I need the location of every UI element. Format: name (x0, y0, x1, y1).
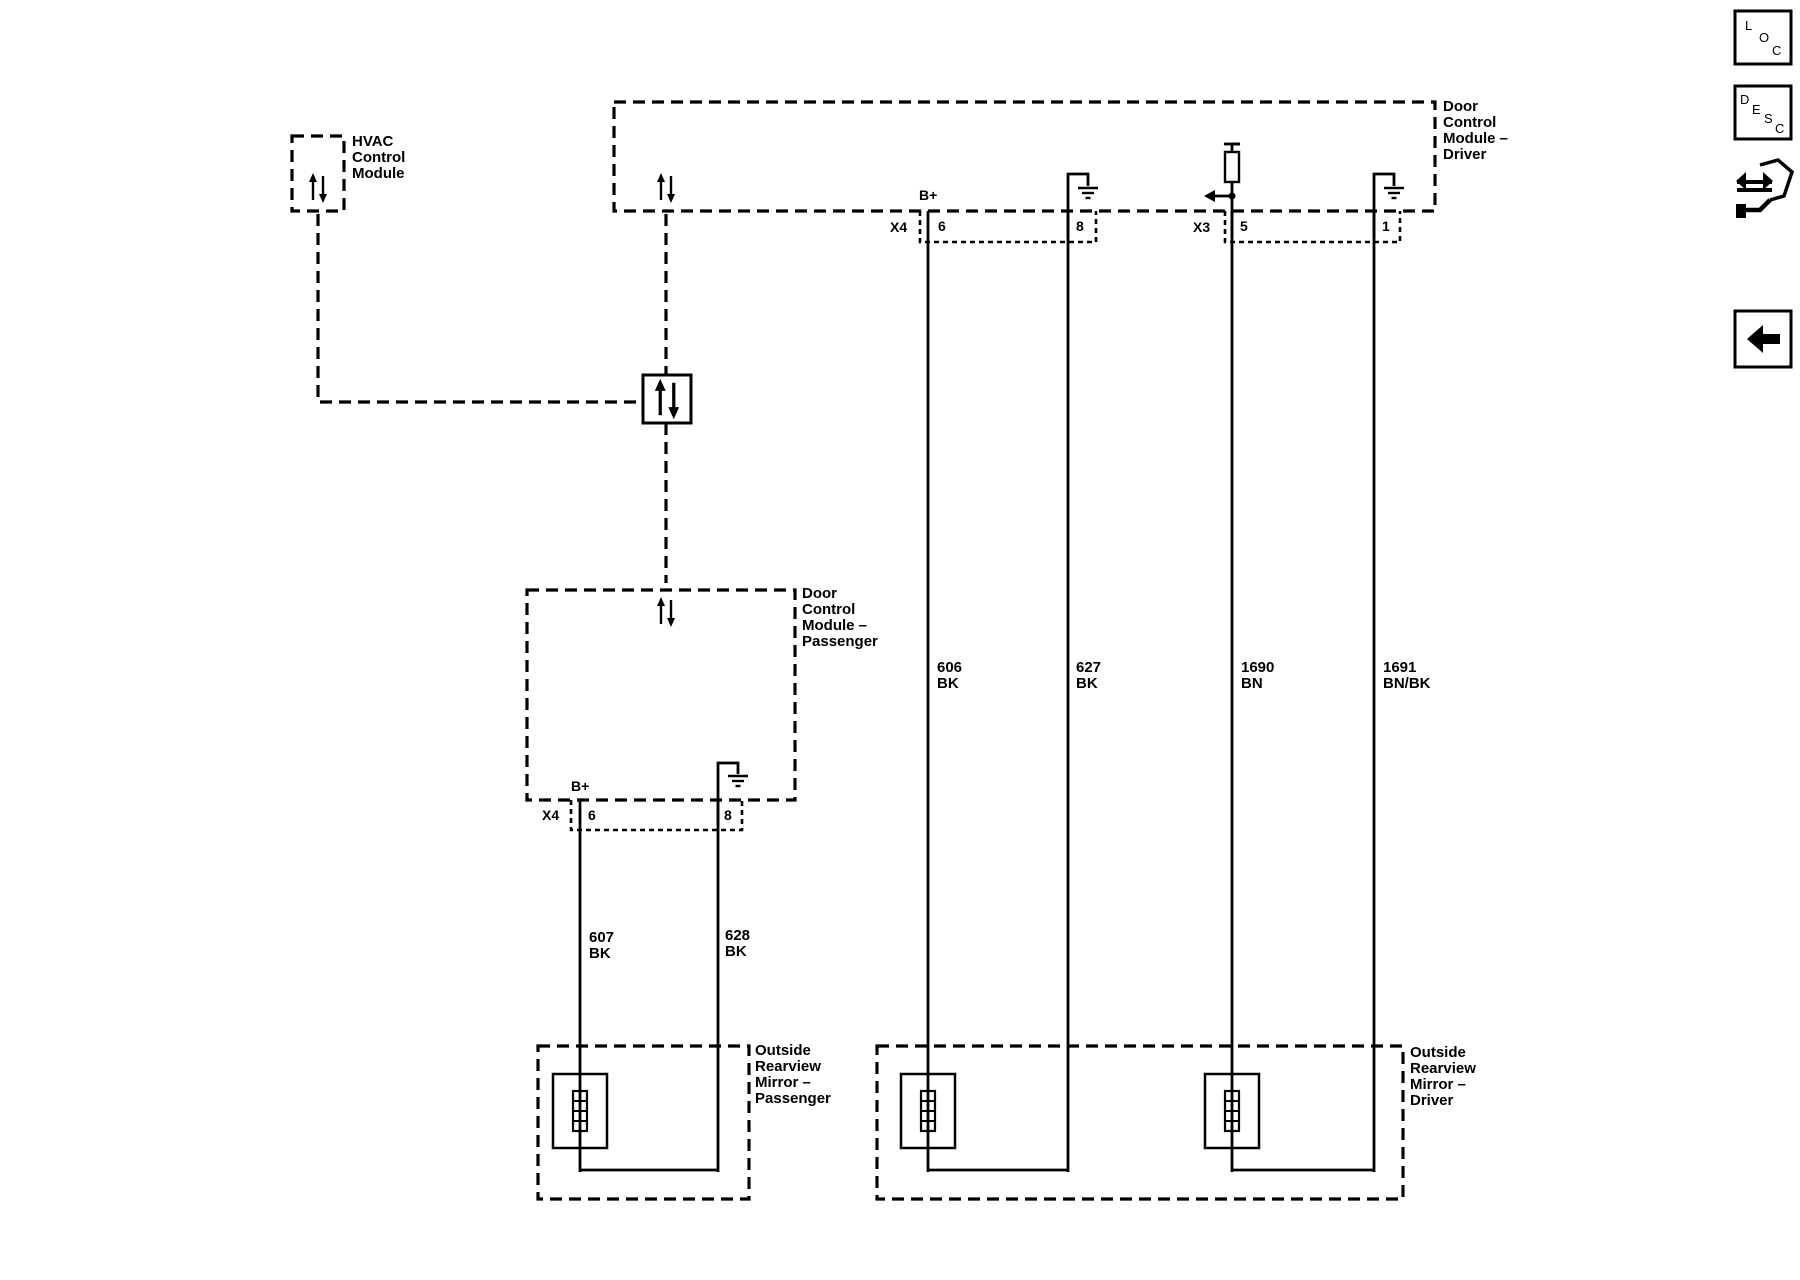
hvac-module-outline (290, 134, 346, 213)
desc-button[interactable]: D E S C (1733, 84, 1793, 141)
back-arrow-button[interactable] (1733, 309, 1793, 369)
hvac-module-label: HVAC Control Module (352, 133, 410, 182)
serial-data-splice (641, 373, 693, 425)
desc-letter: C (1775, 121, 1784, 136)
connector-name: X4 (542, 807, 559, 823)
dcm-passenger-label: Door Control Module – Passenger (802, 585, 878, 650)
pin-number: 8 (1076, 218, 1084, 234)
wire-606-label: 606 BK (937, 659, 966, 692)
connector-driver-x3: X3 5 1 (1193, 211, 1402, 244)
mirror-driver-outline (875, 1044, 1405, 1201)
connector-passenger-x4: X4 6 8 (542, 800, 744, 832)
loc-letter: O (1759, 30, 1769, 45)
door-control-module-driver: Door Control Module – Driver B+ (612, 98, 1512, 238)
dcm-driver-outline (612, 100, 1437, 213)
mirror-driver: Outside Rearview Mirror – Driver (875, 1044, 1480, 1201)
loc-button[interactable]: L O C (1733, 9, 1793, 66)
loc-letter: L (1745, 18, 1752, 33)
mirror-driver-label: Outside Rearview Mirror – Driver (1410, 1044, 1480, 1109)
b-plus-label: B+ (919, 187, 937, 203)
ground-icon (1382, 186, 1406, 200)
hvac-control-module: HVAC Control Module (290, 133, 410, 213)
desc-letter: D (1740, 92, 1749, 107)
wire-607-label: 607 BK (589, 929, 618, 962)
passenger-wires: 607 BK 628 BK (578, 800, 754, 1172)
arrow-left-icon (1204, 190, 1215, 202)
connector-name: X3 (1193, 219, 1210, 235)
mirror-passenger-label: Outside Rearview Mirror – Passenger (755, 1042, 831, 1107)
pin-number: 8 (724, 807, 732, 823)
connector-driver-x4: X4 6 8 (890, 211, 1098, 244)
dcm-passenger-outline (525, 588, 797, 802)
serial-data-icon (655, 595, 677, 629)
desc-letter: S (1764, 111, 1773, 126)
loc-letter: C (1772, 43, 1781, 58)
driver-wires: 606 BK 627 BK 1690 BN 1691 BN/BK (926, 211, 1431, 1172)
desc-letter: E (1752, 102, 1761, 117)
pin-number: 6 (938, 218, 946, 234)
wire-628-label: 628 BK (725, 927, 754, 960)
serial-data-icon (307, 171, 329, 205)
connector-icon[interactable] (1736, 158, 1795, 218)
serial-data-icon (655, 171, 677, 205)
mirror-passenger-outline (536, 1044, 751, 1201)
connector-name: X4 (890, 219, 907, 235)
door-control-module-passenger: Door Control Module – Passenger B+ (525, 585, 878, 826)
pin-number: 6 (588, 807, 596, 823)
pin-number: 1 (1382, 218, 1390, 234)
ground-icon (726, 774, 750, 788)
wire-627-label: 627 BK (1076, 659, 1105, 692)
wire-1691-label: 1691 BN/BK (1383, 659, 1431, 692)
wire-1690-label: 1690 BN (1241, 659, 1279, 692)
mirror-passenger: Outside Rearview Mirror – Passenger (536, 1042, 831, 1201)
serial-data-link (316, 214, 693, 583)
b-plus-label: B+ (571, 778, 589, 794)
pin-number: 5 (1240, 218, 1248, 234)
back-arrow-icon (1747, 325, 1780, 353)
ground-icon (1076, 186, 1100, 200)
dcm-driver-label: Door Control Module – Driver (1443, 98, 1512, 163)
